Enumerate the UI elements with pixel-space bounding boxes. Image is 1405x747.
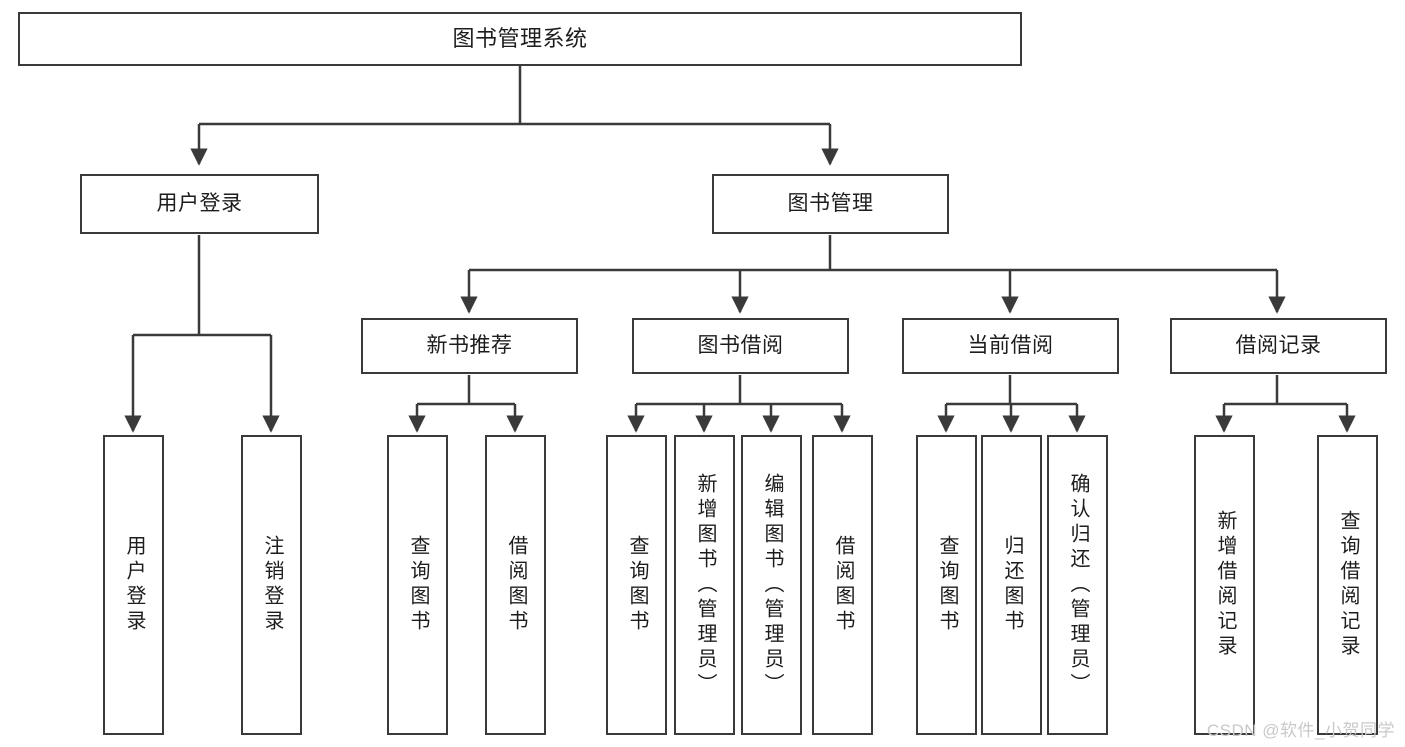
leaf-return-book-label: 归还图书: [1001, 535, 1023, 635]
leaf-query-book-3-label: 查询图书: [936, 535, 958, 635]
leaf-edit-book[interactable]: 编辑图书（管理员）: [741, 435, 802, 735]
leaf-confirm-return-label: 确认归还（管理员）: [1067, 472, 1089, 698]
leaf-borrow-book-1-label: 借阅图书: [505, 535, 527, 635]
leaf-add-book[interactable]: 新增图书（管理员）: [674, 435, 735, 735]
node-book-borrow[interactable]: 图书借阅: [632, 318, 849, 374]
leaf-user-login[interactable]: 用户登录: [103, 435, 164, 735]
node-current-borrow-label: 当前借阅: [967, 334, 1054, 358]
leaf-add-record-label: 新增借阅记录: [1214, 510, 1236, 660]
leaf-edit-book-label: 编辑图书（管理员）: [761, 472, 783, 698]
node-borrow-record[interactable]: 借阅记录: [1170, 318, 1387, 374]
leaf-return-book[interactable]: 归还图书: [981, 435, 1042, 735]
node-book-manage-label: 图书管理: [787, 192, 874, 216]
node-new-book-recommend-label: 新书推荐: [426, 334, 513, 358]
node-current-borrow[interactable]: 当前借阅: [902, 318, 1119, 374]
node-user-login[interactable]: 用户登录: [80, 174, 319, 234]
node-book-manage[interactable]: 图书管理: [712, 174, 949, 234]
leaf-logout[interactable]: 注销登录: [241, 435, 302, 735]
leaf-logout-label: 注销登录: [261, 535, 283, 635]
leaf-query-book-1[interactable]: 查询图书: [387, 435, 448, 735]
leaf-query-book-2-label: 查询图书: [626, 535, 648, 635]
leaf-borrow-book-1[interactable]: 借阅图书: [485, 435, 546, 735]
leaf-query-book-1-label: 查询图书: [407, 535, 429, 635]
leaf-query-record-label: 查询借阅记录: [1337, 510, 1359, 660]
leaf-query-book-3[interactable]: 查询图书: [916, 435, 977, 735]
node-book-borrow-label: 图书借阅: [697, 334, 784, 358]
leaf-add-record[interactable]: 新增借阅记录: [1194, 435, 1255, 735]
leaf-query-record[interactable]: 查询借阅记录: [1317, 435, 1378, 735]
leaf-user-login-label: 用户登录: [123, 535, 145, 635]
leaf-borrow-book-2-label: 借阅图书: [832, 535, 854, 635]
leaf-confirm-return[interactable]: 确认归还（管理员）: [1047, 435, 1108, 735]
leaf-add-book-label: 新增图书（管理员）: [694, 472, 716, 698]
node-borrow-record-label: 借阅记录: [1235, 334, 1322, 358]
leaf-query-book-2[interactable]: 查询图书: [606, 435, 667, 735]
watermark: CSDN @软件_小贺同学: [1206, 721, 1395, 740]
leaf-borrow-book-2[interactable]: 借阅图书: [812, 435, 873, 735]
node-root-label: 图书管理系统: [452, 25, 588, 51]
node-user-login-label: 用户登录: [156, 192, 243, 216]
node-root[interactable]: 图书管理系统: [18, 12, 1022, 66]
node-new-book-recommend[interactable]: 新书推荐: [361, 318, 578, 374]
